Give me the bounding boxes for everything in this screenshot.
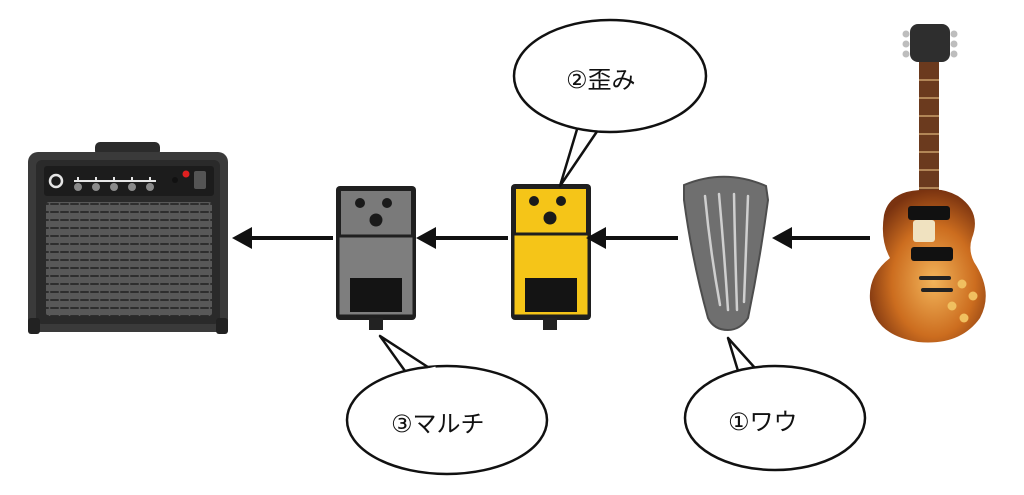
bubble-label-distortion: ②歪み xyxy=(566,66,636,94)
amplifier-icon xyxy=(28,142,228,334)
bubble-wah xyxy=(683,336,867,472)
multi-effects-pedal-icon xyxy=(336,186,416,330)
bubble-label-multi: ③マルチ xyxy=(391,410,485,438)
arrow-multi-to-amp xyxy=(232,227,333,249)
bubble-distortion xyxy=(512,18,708,188)
guitar-icon xyxy=(869,24,986,343)
arrow-guitar-to-wah xyxy=(772,227,870,249)
arrow-wah-to-distortion xyxy=(586,227,678,249)
arrow-distortion-to-multi xyxy=(416,227,508,249)
distortion-pedal-icon xyxy=(511,184,591,330)
bubble-multi xyxy=(345,334,549,476)
wah-pedal-icon xyxy=(683,175,770,332)
bubble-label-wah: ①ワウ xyxy=(728,408,798,436)
signal-arrows xyxy=(232,227,870,249)
